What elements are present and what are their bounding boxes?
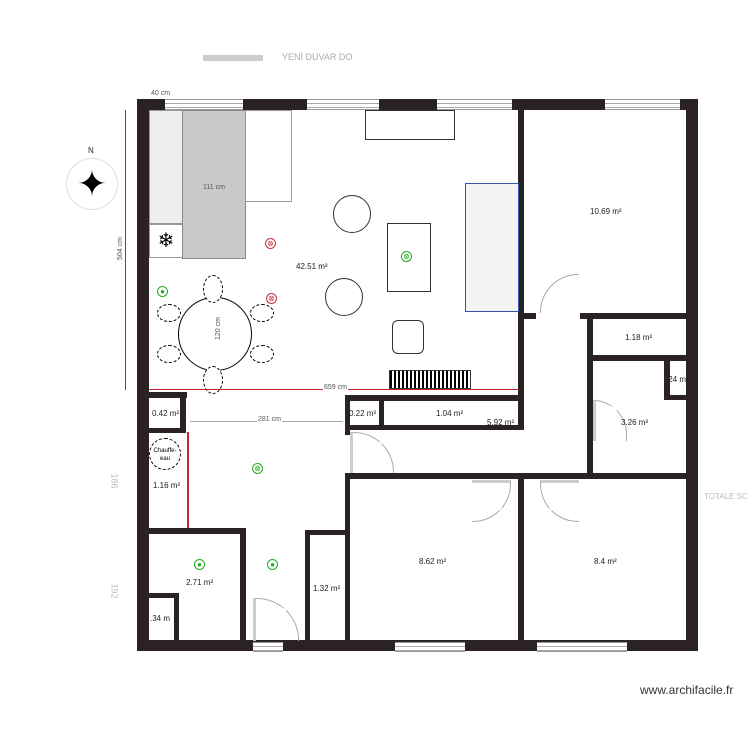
wall: [345, 475, 350, 645]
wall: [664, 358, 670, 400]
dim-hall: 281 cm: [257, 416, 282, 423]
counter: [245, 110, 292, 202]
chair: [203, 366, 223, 394]
door[interactable]: [540, 274, 579, 313]
room-area: 0.42 m²: [152, 409, 180, 418]
room-area: 42.51 m²: [296, 262, 328, 271]
wall: [587, 355, 686, 361]
wall: [518, 475, 524, 645]
chair: [250, 345, 274, 363]
chair: [157, 304, 181, 322]
armchair: [325, 278, 363, 316]
room-area: 2.71 m²: [186, 578, 214, 587]
window: [395, 642, 465, 652]
door[interactable]: [472, 480, 511, 522]
wall: [305, 530, 310, 642]
window: [605, 99, 680, 110]
window: [165, 99, 243, 110]
door[interactable]: [540, 480, 579, 522]
dim-line-vertical: [125, 110, 126, 390]
room-area: 10.69 m²: [590, 207, 622, 216]
wall-right: [686, 99, 698, 651]
tv-unit: [365, 110, 455, 140]
door[interactable]: [350, 432, 394, 473]
wall: [524, 313, 536, 319]
wall: [305, 530, 350, 535]
room-area: .24 m: [666, 375, 687, 384]
dim-living-width: 659 cm: [323, 384, 348, 391]
room-area: .34 m: [150, 614, 171, 623]
dim-side-lower: 192: [109, 582, 120, 600]
window: [437, 99, 512, 110]
chair: [203, 275, 223, 303]
room-area: 8.4 m²: [594, 557, 617, 566]
desk-chair: [392, 320, 424, 354]
dim-top: 40 cm: [150, 90, 172, 97]
compass-north: N: [88, 146, 94, 155]
light-icon: ●: [267, 559, 278, 570]
light-icon: ⊗: [266, 293, 277, 304]
watermark[interactable]: www.archifacile.fr: [640, 683, 734, 697]
piano: [389, 370, 471, 389]
light-icon: ⊗: [401, 251, 412, 262]
light-icon: ⊗: [252, 463, 263, 474]
kitchen-cabinets: [149, 110, 183, 224]
wall: [345, 425, 524, 430]
sofa: [465, 183, 519, 312]
wall: [345, 473, 686, 479]
chair: [157, 345, 181, 363]
wall: [580, 313, 686, 319]
light-icon: ⊗: [265, 238, 276, 249]
room-area: 0.22 m²: [349, 409, 377, 418]
room-area: 1.32 m²: [313, 584, 341, 593]
wall: [664, 395, 686, 400]
room-area: 1.18 m²: [625, 333, 653, 342]
room-area: 5.92 m²: [487, 418, 515, 427]
window: [253, 642, 283, 652]
coffee-table: [387, 223, 431, 292]
room-area: 1.04 m²: [436, 409, 464, 418]
dim-living-height: 504 cm: [116, 236, 124, 261]
wall: [587, 313, 593, 478]
armchair: [333, 195, 371, 233]
room-area: 3.26 m²: [621, 418, 649, 427]
wall: [149, 593, 179, 598]
wall: [345, 395, 350, 435]
compass-icon: ✦: [66, 158, 118, 210]
wall: [518, 110, 524, 430]
wall: [149, 528, 246, 534]
chair: [250, 304, 274, 322]
wall: [137, 392, 187, 398]
dim-kitchen: 111 cm: [202, 184, 226, 191]
red-wall-line: [187, 432, 189, 528]
wall: [180, 392, 186, 432]
wall: [379, 398, 384, 428]
legend-label: YENİ DUVAR DO: [282, 52, 353, 62]
wall: [240, 534, 246, 640]
light-icon: ●: [194, 559, 205, 570]
total-label: TOTALE SC: [704, 492, 748, 501]
room-area: 8.62 m²: [419, 557, 447, 566]
wall: [174, 593, 179, 640]
window: [307, 99, 379, 110]
dim-table: 120 cm: [214, 316, 222, 341]
legend-swatch: [203, 55, 263, 61]
fridge: ❄: [149, 224, 183, 258]
wall: [149, 428, 186, 433]
wall-top: [137, 99, 698, 110]
dim-side-upper: 186: [109, 472, 120, 490]
boiler: Chauffe-eau: [149, 438, 181, 470]
light-icon: ●: [157, 286, 168, 297]
door[interactable]: [253, 598, 299, 641]
room-area: 1.16 m²: [153, 481, 181, 490]
window: [537, 642, 627, 652]
wall: [345, 395, 524, 401]
wall-left: [137, 99, 149, 651]
